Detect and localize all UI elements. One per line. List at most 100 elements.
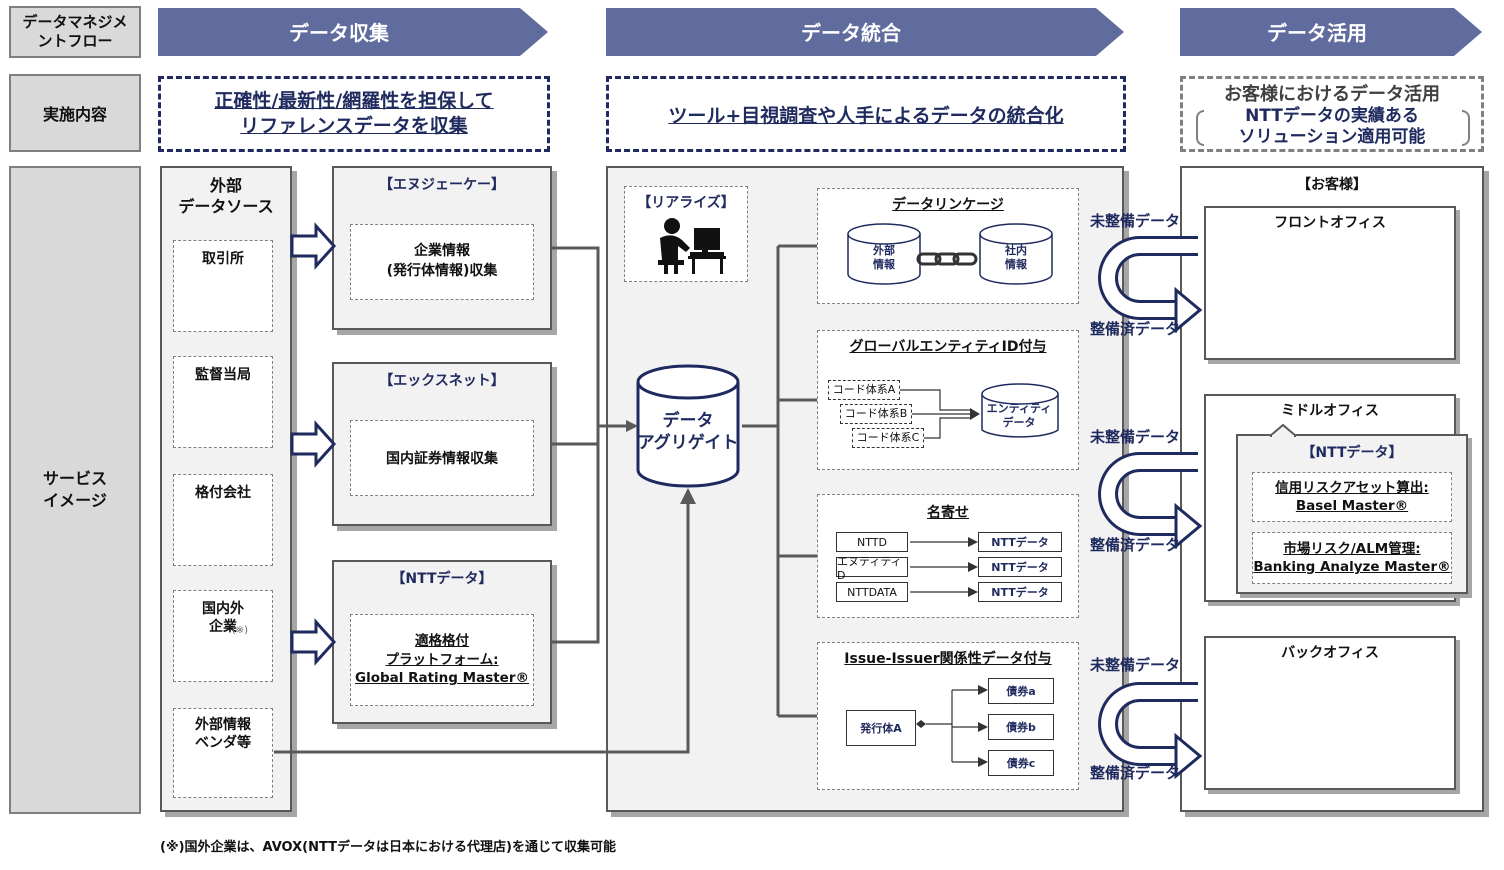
content-use-box: お客様におけるデータ活用 NTTデータの実績ある ソリューション適用可能: [1180, 76, 1484, 152]
back-office-box: [1204, 636, 1456, 790]
line-njk-aggregate: [552, 246, 600, 426]
issuer-label: 発行体A: [860, 722, 902, 735]
solution-basel-text: 信用リスクアセット算出: Basel Master®: [1275, 479, 1429, 514]
clean-label-1: 整備済データ: [1090, 320, 1181, 338]
collector-ntt-body-text: 適格格付 プラットフォーム: Global Rating Master®: [355, 632, 529, 687]
source-exchange-label: 取引所: [202, 251, 244, 267]
bond-a-box: 債券a: [988, 678, 1054, 704]
collector-ntt-title: 【NTTデータ】: [391, 571, 493, 587]
naming-left-2: エヌティティD: [836, 555, 908, 582]
hollow-arrow-3: [290, 618, 337, 666]
code-a-box: [828, 380, 900, 400]
collector-xnet-body-text: 国内証券情報収集: [386, 451, 498, 467]
u-arrow-front: [1098, 236, 1203, 334]
phase-integrate: データ統合: [801, 21, 901, 45]
naming-right-1: NTTデータ: [978, 532, 1062, 552]
flow-label-text: データマネジメントフロー: [22, 13, 128, 50]
code-c-box: [852, 428, 924, 448]
front-office-box: [1204, 206, 1456, 360]
code-a-label: コード体系A: [832, 383, 896, 396]
collector-xnet-body: 国内証券情報収集: [350, 420, 534, 496]
code-c-label: コード体系C: [856, 431, 920, 444]
line-vendor-aggregate: [274, 500, 690, 754]
naming-title: 名寄せ: [927, 505, 969, 521]
collector-njk-body: 企業情報 (発行体情報)収集: [350, 224, 534, 300]
hollow-arrow-2: [290, 420, 337, 468]
bond-b-box: 債券b: [988, 714, 1054, 740]
back-office-label: バックオフィス: [1281, 645, 1379, 661]
lineage-left-label: 外部 情報: [873, 244, 895, 272]
content-use-line2: NTTデータの実績ある ソリューション適用可能: [1238, 105, 1426, 147]
solution-alm-text: 市場リスク/ALM管理: Banking Analyze Master®: [1253, 540, 1451, 575]
source-vendors: [173, 708, 273, 798]
aggregate-label: データ アグリゲイト: [637, 411, 739, 454]
collector-njk-body-text: 企業情報 (発行体情報)収集: [386, 243, 498, 279]
issue-connectors: [916, 685, 988, 767]
naming-right-3-label: NTTデータ: [991, 586, 1049, 599]
middle-office-label: ミドルオフィス: [1281, 403, 1379, 419]
arrowhead-vendor-up: [680, 488, 696, 504]
source-rating-label: 格付会社: [195, 485, 251, 501]
naming-right-2-label: NTTデータ: [991, 561, 1049, 574]
realize-box: [624, 186, 748, 282]
entity-data-label: エンティティ データ: [986, 402, 1052, 430]
chevron-collect: [158, 8, 548, 56]
row-label-content: 実施内容: [9, 74, 141, 152]
naming-left-1-label: NTTD: [857, 535, 887, 549]
chevron-integrate: [606, 8, 1124, 56]
issue-title: Issue-Issuer関係性データ付与: [844, 651, 1052, 667]
source-regulator: [173, 356, 273, 448]
chain-icon: [916, 252, 978, 266]
realize-title: 【リアライズ】: [637, 195, 735, 211]
content-collect-box: 正確性/最新性/網羅性を担保して リファレンスデータを収集: [158, 76, 550, 152]
flow-label: データマネジメントフロー: [9, 6, 141, 58]
footnote: (※)国外企業は、AVOX(NTTデータは日本における代理店)を通じて収集可能: [160, 840, 616, 855]
global-id-connectors: [900, 383, 1059, 439]
lineage-title: データリンケージ: [892, 197, 1004, 213]
solution-alm-box: 市場リスク/ALM管理: Banking Analyze Master®: [1252, 532, 1452, 584]
phase-chevrons: [158, 8, 1482, 56]
hollow-arrow-1: [290, 222, 337, 270]
naming-arrows: [910, 537, 978, 597]
callout-notch: [1270, 424, 1296, 438]
collector-njk-title: 【エヌジェーケー】: [379, 177, 505, 193]
row-label-service: サービス イメージ: [9, 166, 141, 814]
external-sources-title: 外部 データソース: [178, 176, 274, 216]
bond-c-box: 債券c: [988, 750, 1054, 776]
front-office-label: フロントオフィス: [1274, 215, 1386, 231]
collector-xnet-title: 【エックスネット】: [379, 373, 505, 389]
source-regulator-label: 監督当局: [195, 367, 251, 383]
arrowhead-aggregate-in: [626, 420, 638, 432]
u-arrow-back: [1098, 682, 1203, 780]
naming-left-3-label: NTTDATA: [847, 585, 897, 599]
code-b-label: コード体系B: [844, 407, 908, 420]
bond-b-label: 債券b: [1006, 721, 1036, 734]
raw-label-3: 未整備データ: [1090, 656, 1181, 674]
naming-right-2: NTTデータ: [978, 557, 1062, 577]
chevron-use: [1180, 8, 1482, 56]
bond-c-label: 債券c: [1006, 757, 1036, 770]
clean-label-3: 整備済データ: [1090, 764, 1181, 782]
naming-right-1-label: NTTデータ: [991, 536, 1049, 549]
ntt-solution-title: 【NTTデータ】: [1301, 445, 1403, 461]
source-companies: [173, 590, 273, 682]
content-collect-text: 正確性/最新性/網羅性を担保して リファレンスデータを収集: [214, 90, 494, 137]
worker-icon: [658, 218, 726, 274]
naming-left-3: NTTDATA: [836, 582, 908, 602]
source-rating: [173, 474, 273, 566]
content-use-line1: お客様におけるデータ活用: [1224, 83, 1440, 105]
content-integrate-box: ツール+目視調査や人手によるデータの統合化: [606, 76, 1126, 152]
clean-label-2: 整備済データ: [1090, 536, 1181, 554]
bond-a-label: 債券a: [1006, 685, 1036, 698]
global-id-title: グローバルエンティティID付与: [849, 339, 1047, 355]
line-ntt-aggregate: [552, 426, 600, 644]
customer-title: 【お客様】: [1297, 177, 1367, 193]
row-label-service-text: サービス イメージ: [42, 468, 107, 510]
source-exchange: [173, 240, 273, 332]
solution-basel-box: 信用リスクアセット算出: Basel Master®: [1252, 472, 1452, 522]
source-companies-label: 国内外 企業: [202, 601, 244, 636]
raw-label-2: 未整備データ: [1090, 428, 1181, 446]
code-b-box: [840, 404, 912, 424]
source-vendors-label: 外部情報 ベンダ等: [195, 717, 251, 752]
